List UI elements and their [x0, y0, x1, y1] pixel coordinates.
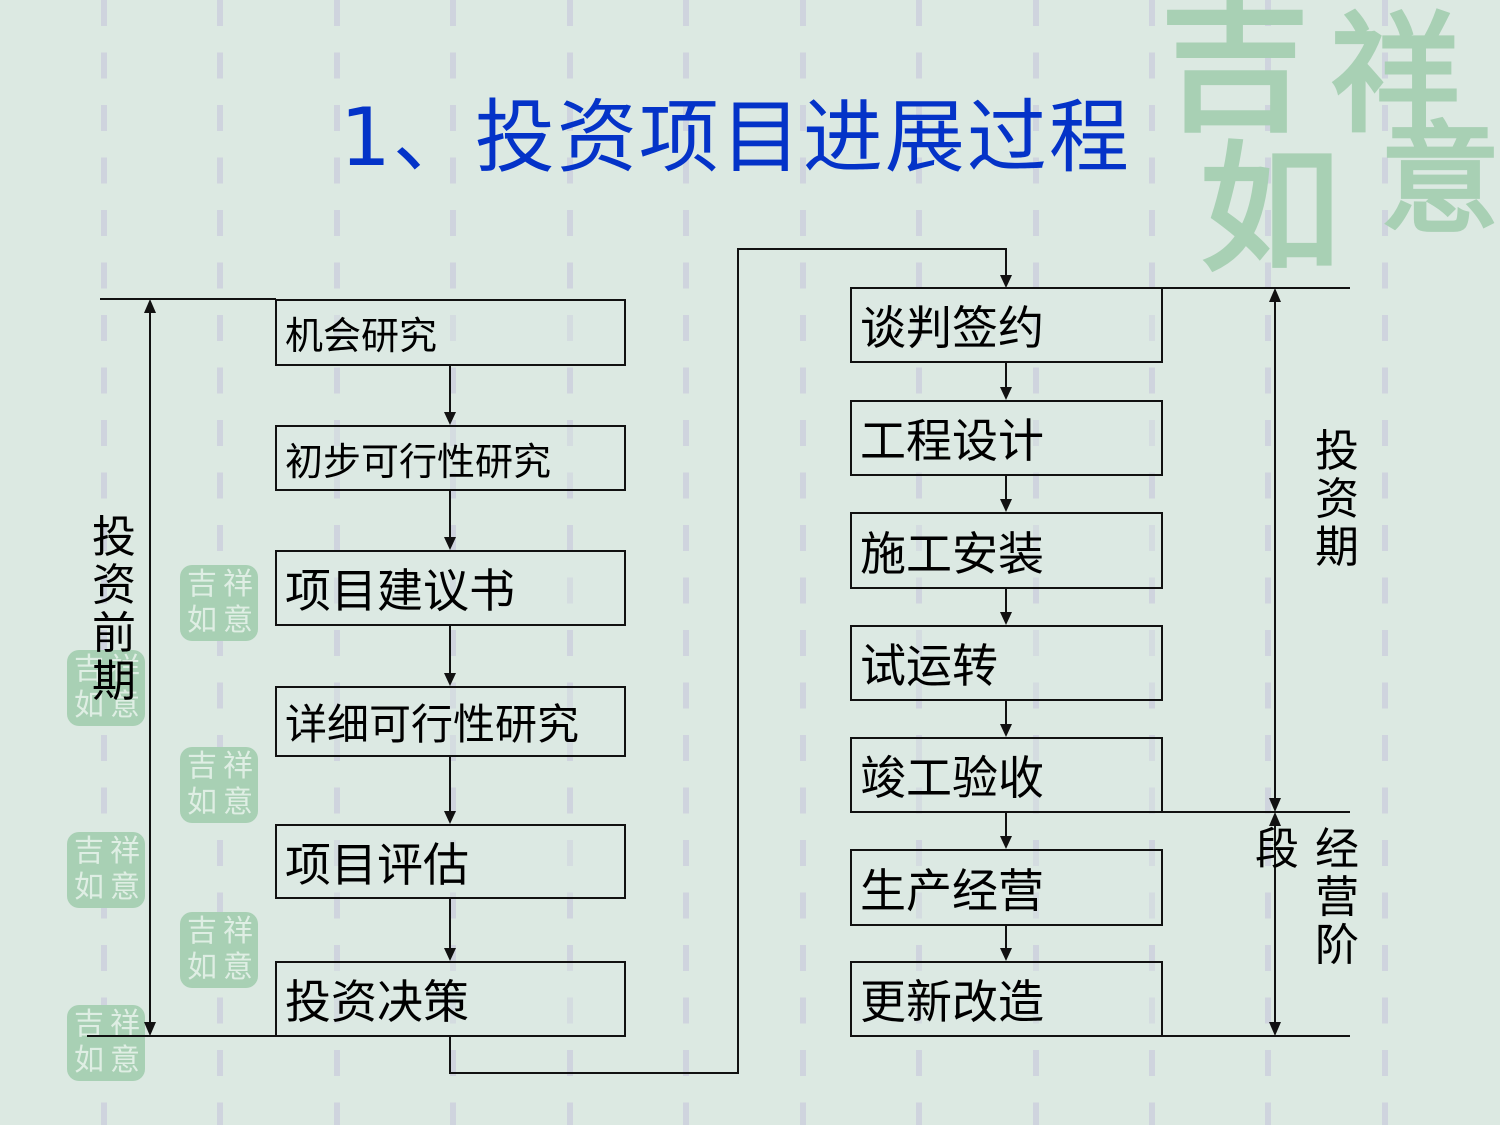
seal-char: 祥 — [223, 914, 253, 949]
seal-char: 如 — [74, 1043, 104, 1078]
dash-column — [1382, 0, 1388, 1125]
seal-char: 祥 — [223, 749, 253, 784]
dash-column — [683, 0, 689, 1125]
seal-char: 吉 — [187, 749, 217, 784]
seal-char: 意 — [110, 688, 140, 723]
dash-column — [800, 0, 806, 1125]
seal-char: 意 — [223, 950, 253, 985]
step-label: 初步可行性研究 — [285, 439, 552, 484]
step-label: 详细可行性研究 — [285, 700, 580, 749]
seal-char: 意 — [223, 603, 253, 638]
step-box-completion-acceptance[interactable]: 竣工验收 — [850, 737, 1163, 813]
dash-column — [217, 0, 223, 1125]
dash-column — [450, 0, 456, 1125]
step-label: 谈判签约 — [860, 301, 1044, 355]
step-label: 更新改造 — [860, 975, 1044, 1029]
step-label: 施工安装 — [860, 526, 1044, 581]
seal-stamp: 吉祥如意 — [180, 912, 258, 988]
seal-char: 如 — [187, 603, 217, 638]
seal-stamp: 吉祥如意 — [67, 832, 145, 908]
seal-stamp: 吉祥如意 — [180, 747, 258, 823]
step-box-negotiation[interactable]: 谈判签约 — [850, 287, 1163, 363]
seal-char: 如 — [187, 950, 217, 985]
phase-label-investment: 投资期 — [1315, 426, 1359, 573]
phase-label-pre-investment: 投资前期 — [92, 512, 136, 707]
seal-char: 祥 — [110, 652, 140, 687]
seal-char: 吉 — [187, 914, 217, 949]
seal-char: 如 — [187, 785, 217, 820]
step-label: 竣工验收 — [860, 751, 1044, 805]
dash-column — [567, 0, 573, 1125]
dash-column — [334, 0, 340, 1125]
step-label: 项目建议书 — [285, 564, 515, 618]
watermark-char: 吉 — [1160, 0, 1311, 153]
step-label: 工程设计 — [860, 414, 1044, 468]
seal-char: 吉 — [74, 834, 104, 869]
step-box-investment-decision[interactable]: 投资决策 — [275, 961, 626, 1037]
step-box-engineering-design[interactable]: 工程设计 — [850, 400, 1163, 476]
step-box-trial-run[interactable]: 试运转 — [850, 625, 1163, 701]
step-label: 试运转 — [860, 639, 998, 693]
step-label: 生产经营 — [860, 863, 1044, 918]
watermark-char: 如 — [1200, 128, 1341, 292]
seal-char: 吉 — [187, 567, 217, 602]
phase-label-operation-part1: 段 — [1255, 824, 1299, 875]
seal-char: 意 — [223, 785, 253, 820]
seal-char: 意 — [110, 1043, 140, 1078]
seal-stamp: 吉祥如意 — [180, 565, 258, 641]
dash-column — [101, 0, 107, 1125]
dash-column — [1033, 0, 1039, 1125]
step-label: 项目评估 — [285, 837, 469, 892]
dash-column — [1149, 0, 1155, 1125]
step-box-detailed-feasibility[interactable]: 详细可行性研究 — [275, 686, 626, 757]
calligraphy-watermark: 吉 祥 如 意 — [1160, 0, 1500, 310]
seal-char: 祥 — [110, 834, 140, 869]
step-label: 机会研究 — [285, 314, 438, 358]
step-box-project-proposal[interactable]: 项目建议书 — [275, 550, 626, 626]
seal-stamp: 吉祥如意 — [67, 1005, 145, 1081]
phase-label-operation-part2: 经营阶 — [1315, 824, 1359, 971]
step-label: 投资决策 — [285, 975, 469, 1029]
seal-char: 吉 — [74, 652, 104, 687]
dash-column — [916, 0, 922, 1125]
watermark-char: 意 — [1380, 109, 1500, 250]
step-box-preliminary-feasibility[interactable]: 初步可行性研究 — [275, 425, 626, 491]
step-box-project-evaluation[interactable]: 项目评估 — [275, 824, 626, 899]
step-box-construction[interactable]: 施工安装 — [850, 512, 1163, 589]
seal-stamp: 吉祥如意 — [67, 650, 145, 726]
step-box-opportunity-study[interactable]: 机会研究 — [275, 299, 626, 366]
step-box-production-operation[interactable]: 生产经营 — [850, 849, 1163, 926]
seal-char: 祥 — [223, 567, 253, 602]
seal-char: 如 — [74, 870, 104, 905]
seal-char: 如 — [74, 688, 104, 723]
page-title: 1、投资项目进展过程 — [340, 91, 1131, 184]
dash-column — [1265, 0, 1271, 1125]
seal-char: 意 — [110, 870, 140, 905]
watermark-char: 祥 — [1330, 0, 1461, 151]
step-box-renovation[interactable]: 更新改造 — [850, 961, 1163, 1037]
